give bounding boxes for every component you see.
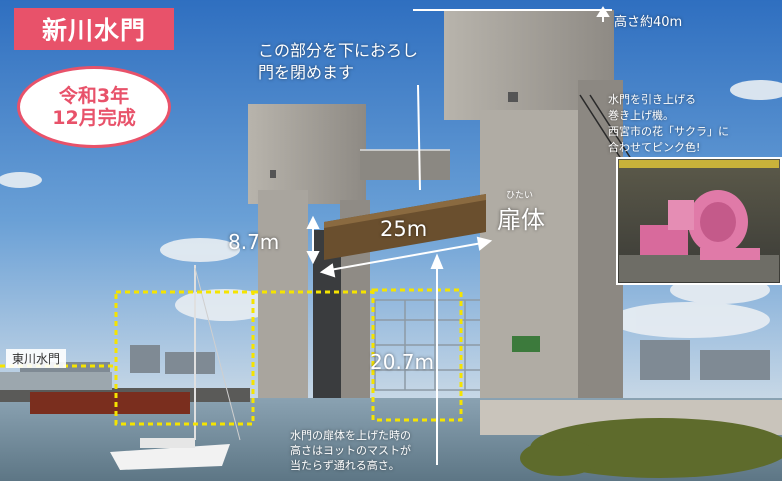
right-tower: [444, 10, 623, 405]
hoist-line3: 西宮市の花「サクラ」に: [608, 125, 729, 138]
title-text: 新川水門: [41, 16, 146, 45]
walkway: [360, 150, 450, 180]
yacht: [110, 265, 241, 470]
east-gate-label: 東川水門: [6, 349, 67, 368]
hoist-photo: [616, 157, 782, 285]
hoist-label: 水門を引き上げる 巻き上げ機。 西宮市の花「サクラ」に 合わせてピンク色!: [608, 92, 782, 156]
clearance-label: 20.7m: [370, 350, 435, 374]
completion-line1: 令和3年: [58, 85, 130, 107]
lower-gate-label: この部分を下におろし 門を閉めます: [258, 40, 418, 84]
stair: [579, 94, 636, 166]
height-label: 高さ約40m: [614, 15, 683, 30]
title-badge: 新川水門: [14, 8, 174, 50]
gate-height-label: 8.7m: [228, 230, 280, 254]
vegetation: [520, 418, 782, 478]
completion-badge: 令和3年 12月完成: [17, 66, 171, 148]
gate-body: [324, 194, 486, 260]
measurement-lines: [306, 6, 612, 465]
lower-gate-line1: この部分を下におろし: [258, 41, 419, 60]
width-label: 25m: [380, 217, 428, 241]
east-gate-structure: [0, 372, 112, 390]
mast-line3: 当たらず通れる高さ。: [290, 459, 400, 472]
hoist-line4: 合わせてピンク色!: [608, 141, 701, 154]
completion-line2: 12月完成: [52, 107, 136, 129]
hoist-line1: 水門を引き上げる: [608, 93, 696, 106]
mast-line2: 高さはヨットのマストが: [290, 444, 411, 457]
lower-gate-line2: 門を閉めます: [258, 63, 355, 82]
mast-line1: 水門の扉体を上げた時の: [290, 429, 411, 442]
mast-note: 水門の扉体を上げた時の 高さはヨットのマストが 当たらず通れる高さ。: [290, 428, 460, 473]
gate-ruby: ひたい: [506, 191, 534, 201]
scaffold: [374, 299, 496, 391]
hoist-line2: 巻き上げ機。: [608, 109, 674, 122]
gate-label: 扉体: [497, 206, 545, 234]
